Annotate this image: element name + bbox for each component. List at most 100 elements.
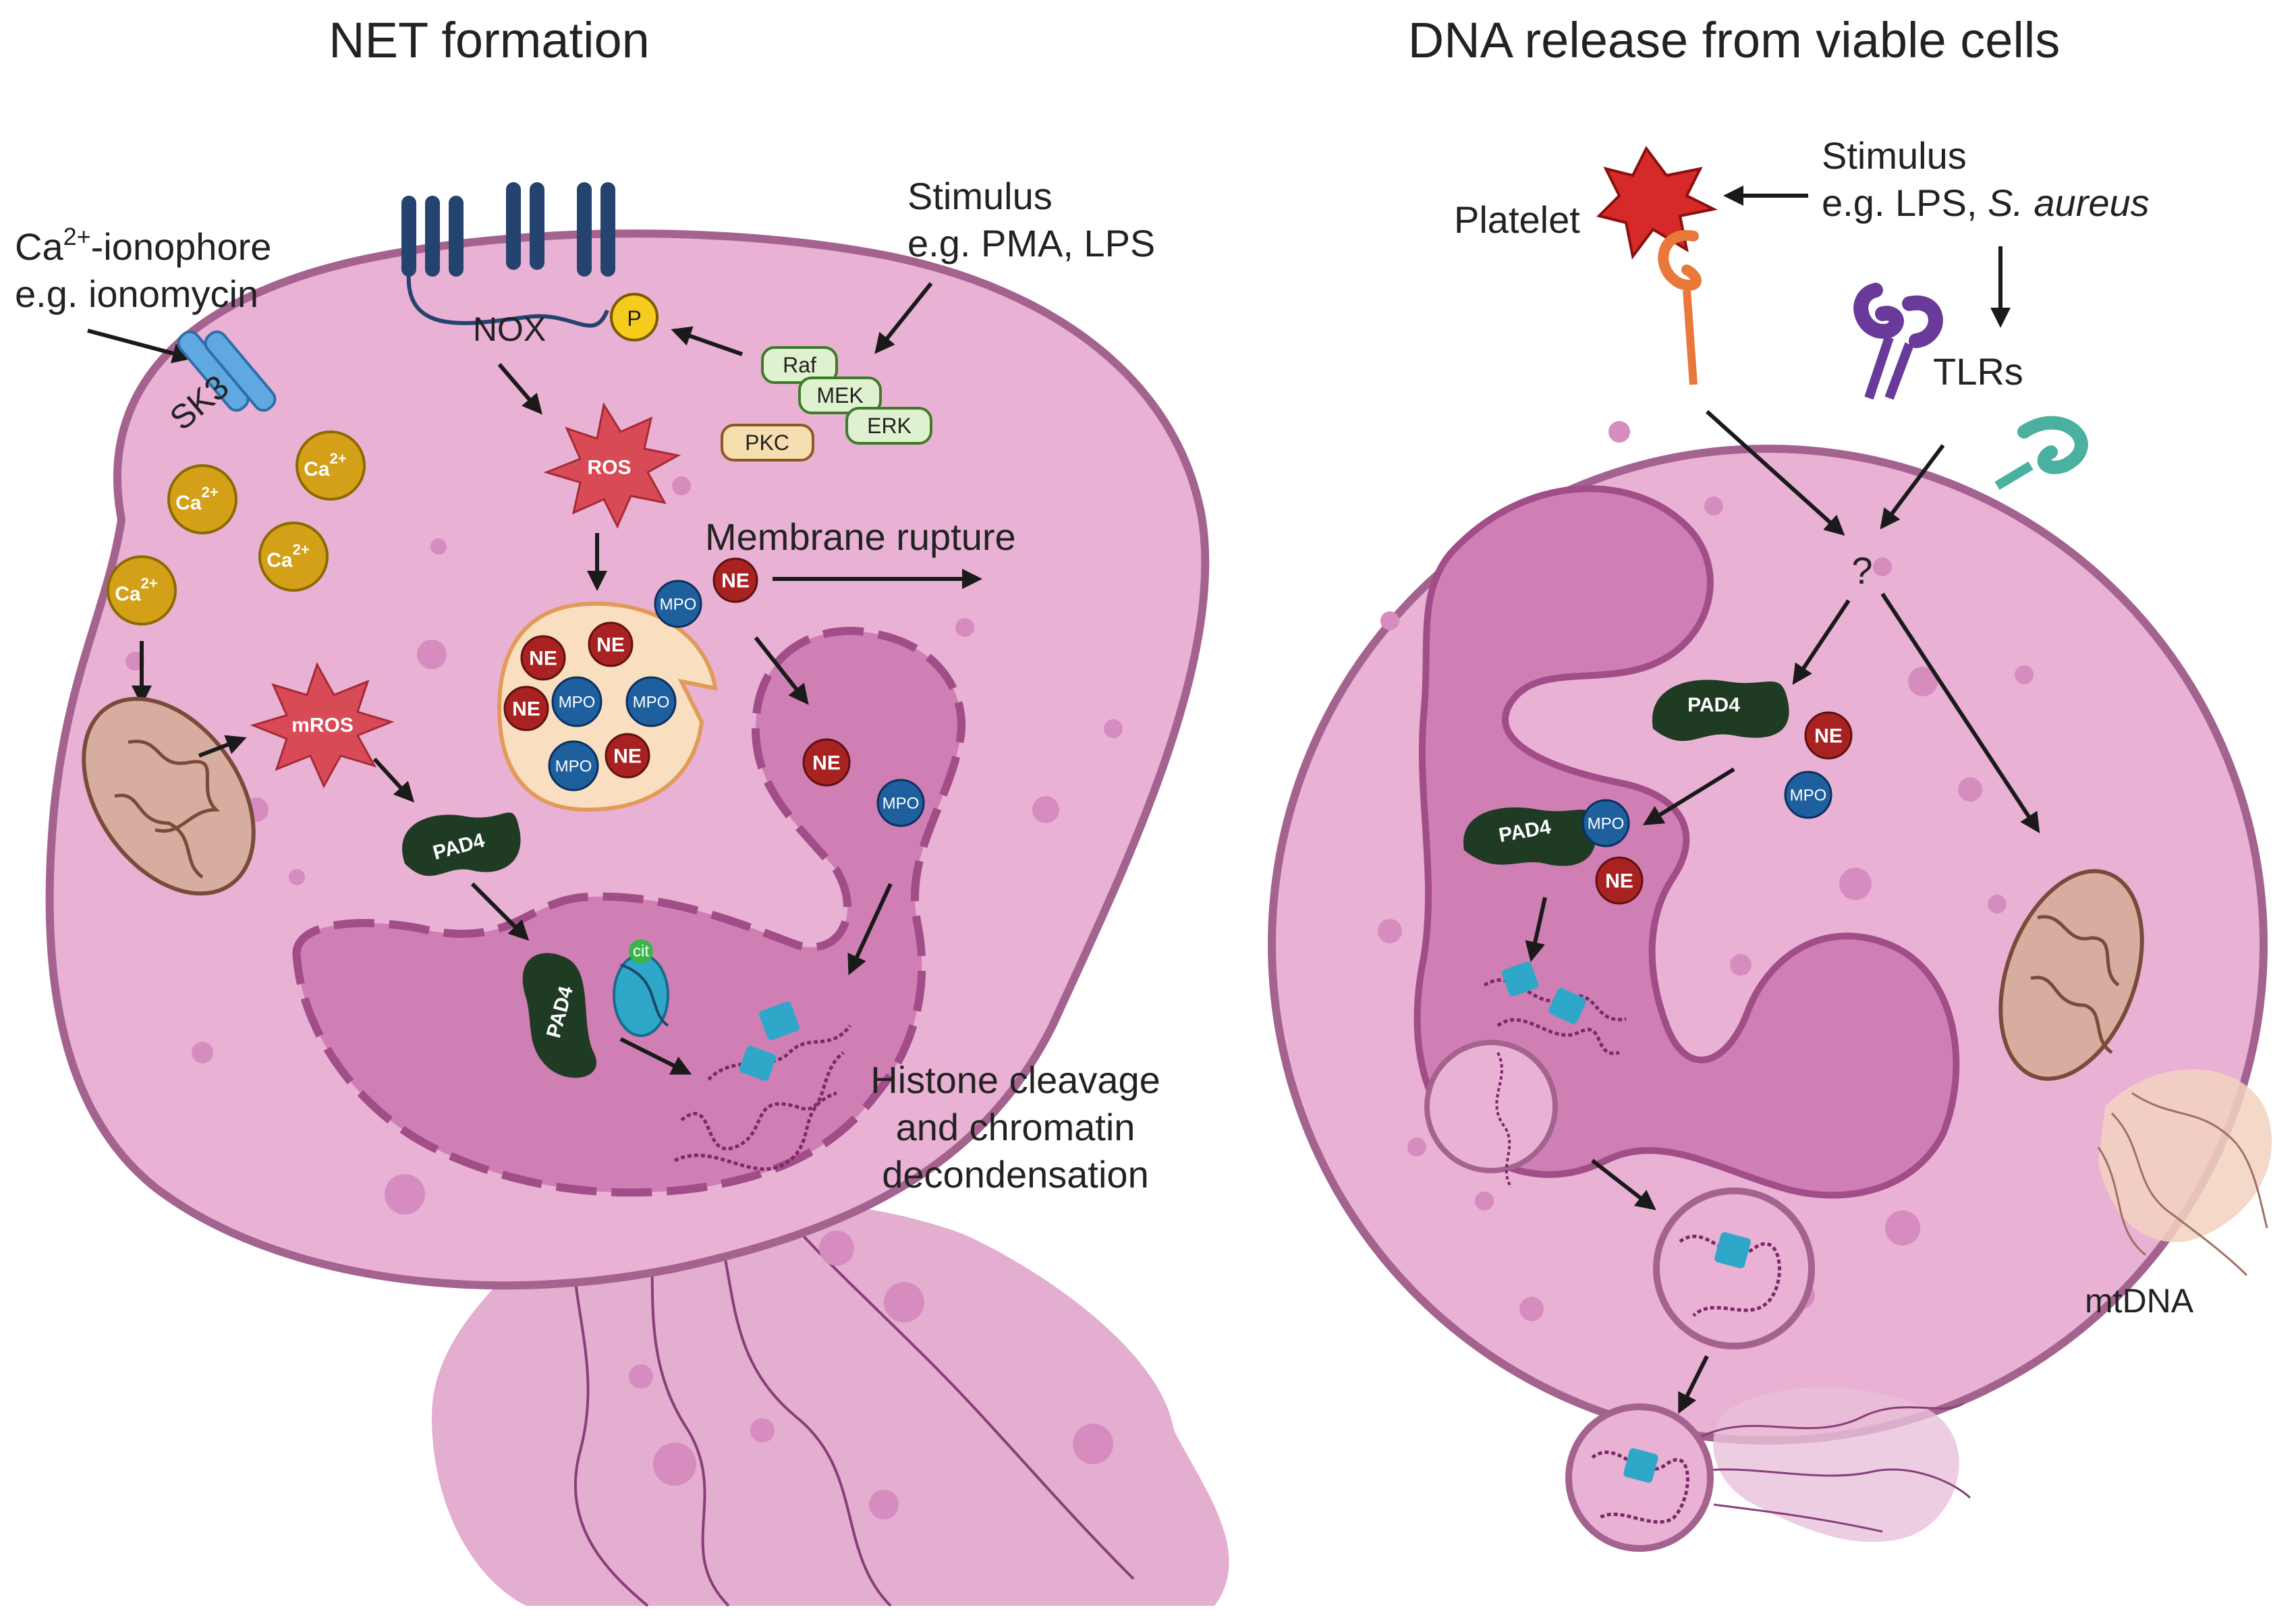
net-cloud (432, 1196, 1229, 1606)
right-panel-title: DNA release from viable cells (1408, 12, 2060, 68)
calcium-ion: Ca2+ (296, 430, 366, 501)
ne-released: NE (712, 557, 758, 603)
svg-text:NE: NE (529, 648, 557, 670)
calcium-ion: Ca2+ (167, 464, 237, 534)
histone-label-line3: decondensation (882, 1153, 1148, 1196)
right-pad4-cytoplasm: PAD4 (1652, 679, 1789, 742)
erk-box: ERK (845, 407, 932, 445)
tlrs-label: TLRs (1933, 350, 2023, 393)
citrullinated-histone: cit (613, 939, 669, 1037)
azurophilic-granule: NE NE NE NE MPO MPO MPO (497, 601, 718, 812)
mpo-particle: MPO (548, 740, 599, 791)
vesicle-dna (1495, 1052, 1513, 1189)
chromatin-decondensed (673, 1001, 851, 1171)
arrow-pad4-to-chromatin-right (1525, 897, 1547, 962)
right-stimulus-line1: Stimulus (1822, 134, 1967, 177)
svg-text:MPO: MPO (555, 758, 592, 776)
right-nucleus (1413, 485, 1960, 1199)
svg-text:NE: NE (512, 698, 540, 721)
svg-text:PKC: PKC (745, 430, 789, 455)
svg-text:MPO: MPO (883, 795, 920, 813)
right-pad4-nucleus: PAD4 (1463, 807, 1596, 866)
platelet-receptor (1658, 229, 1702, 385)
svg-text:Ca2+: Ca2+ (304, 450, 346, 480)
ionophore-label-line1: Ca2+-ionophore (15, 223, 271, 268)
svg-text:NE: NE (613, 746, 642, 768)
left-pad4-cytoplasm: PAD4 (402, 812, 521, 876)
right-mpo-nucleus: MPO (1581, 799, 1630, 847)
histone-label-line1: Histone cleavage (870, 1059, 1160, 1101)
nox-label: NOX (473, 310, 546, 348)
pkc-box: PKC (721, 424, 814, 462)
phosphate: P (610, 293, 659, 341)
ionophore-label-line2: e.g. ionomycin (15, 273, 258, 315)
nuclear-bleb-vesicle (1424, 1040, 1558, 1173)
svg-text:Ca2+: Ca2+ (267, 541, 309, 571)
arrow-mpo-to-chromatin (847, 883, 893, 976)
ne-particle: NE (605, 733, 650, 779)
raf-box: Raf (761, 346, 838, 384)
svg-text:MPO: MPO (660, 596, 697, 614)
right-chromatin (1483, 961, 1627, 1055)
released-vesicle (1565, 1403, 1714, 1552)
mek-box: MEK (798, 376, 882, 414)
mpo-particle: MPO (625, 676, 677, 727)
arrow-mito-to-mros (198, 735, 247, 758)
arrow-nox-to-ros (497, 363, 542, 415)
arrow-tlr-to-q (1880, 444, 1945, 530)
svg-text:ROS: ROS (587, 457, 631, 479)
arrow-q-to-mito (1880, 592, 2040, 834)
calcium-ion: Ca2+ (107, 555, 177, 625)
ne-nuclear: NE (802, 738, 851, 787)
released-dna-strands (1700, 1402, 1971, 1533)
ne-particle: NE (588, 621, 634, 667)
svg-text:MPO: MPO (633, 694, 670, 712)
svg-text:Raf: Raf (783, 353, 816, 377)
svg-text:NE: NE (812, 752, 841, 775)
left-stimulus-line2: e.g. PMA, LPS (907, 222, 1155, 264)
tlr-purple (1853, 283, 1943, 400)
ros-burst: ROS (543, 402, 681, 529)
svg-text:MEK: MEK (816, 383, 863, 408)
svg-text:MPO: MPO (559, 694, 596, 712)
sk3-channel (177, 330, 277, 412)
right-mitochondrion (1998, 869, 2144, 1081)
mpo-nuclear: MPO (876, 779, 925, 827)
left-nucleus (292, 627, 965, 1197)
svg-text:mROS: mROS (291, 715, 354, 737)
svg-text:Ca2+: Ca2+ (175, 484, 218, 514)
arrow-pad4-to-chromatin (619, 1037, 692, 1075)
histone-label-line2: and chromatin (896, 1106, 1136, 1148)
svg-text:ERK: ERK (867, 414, 912, 438)
nox-complex (401, 182, 615, 328)
tlr-teal (1994, 416, 2088, 491)
arrow-pad4-to-nucleus (470, 882, 530, 941)
arrow-stimulus-to-raf (874, 282, 933, 354)
svg-text:MPO: MPO (1790, 787, 1827, 805)
arrow-platelet-to-q (1705, 410, 1845, 536)
mros-burst: mROS (250, 662, 395, 789)
right-ne-nucleus: NE (1595, 856, 1644, 905)
exocytosis-vesicle (1653, 1188, 1815, 1349)
ne-particle: NE (503, 686, 549, 731)
right-ne-cytoplasm: NE (1804, 711, 1853, 760)
arrow-vesicle-to-exocytosis (1591, 1158, 1656, 1210)
question-mark: ? (1851, 549, 1872, 592)
arrow-mros-to-pad4 (372, 757, 415, 803)
svg-text:NE: NE (721, 570, 750, 592)
left-mitochondrion (82, 696, 256, 896)
svg-text:P: P (627, 306, 641, 331)
calcium-ion: Ca2+ (258, 522, 329, 592)
arrow-exocytosis-to-release (1678, 1355, 1709, 1414)
right-stimulus-line2: e.g. LPS, S. aureus (1822, 181, 2150, 224)
arrow-pad4-to-nucleus-right (1642, 767, 1735, 826)
svg-text:NE: NE (1814, 725, 1843, 748)
svg-text:MPO: MPO (1588, 815, 1625, 833)
membrane-rupture-label: Membrane rupture (705, 515, 1016, 558)
right-mpo-cytoplasm: MPO (1784, 771, 1832, 819)
mtdna-strands (2097, 1092, 2268, 1277)
arrow-q-to-pad4 (1792, 599, 1851, 685)
ne-particle: NE (520, 635, 566, 681)
arrow-ne-to-nucleus (754, 636, 809, 705)
left-pad4-nucleus: PAD4 (522, 953, 596, 1078)
